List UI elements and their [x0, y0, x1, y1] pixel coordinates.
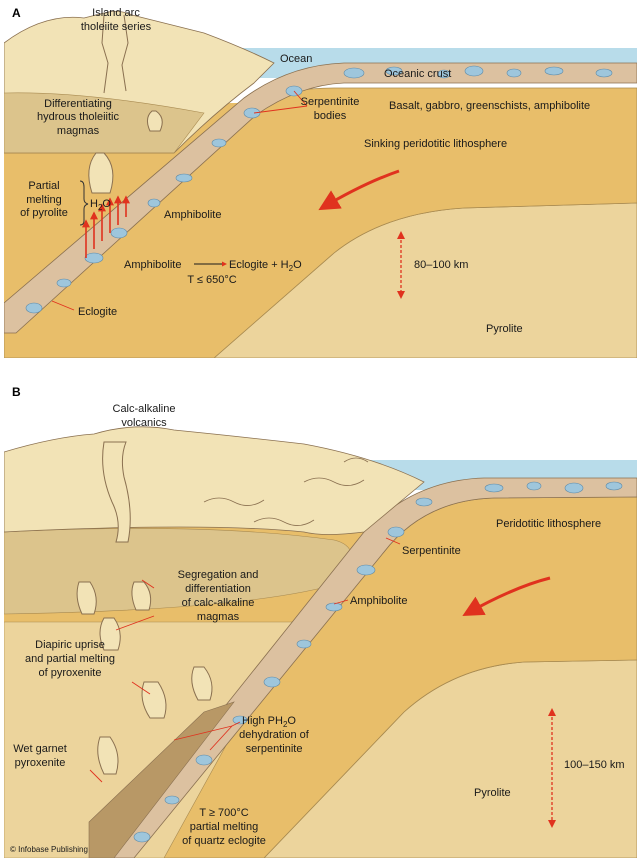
partial-melting-brace [79, 180, 89, 226]
serpentinite-blobs-b [133, 481, 623, 843]
pyroxenite-wedge [88, 701, 235, 858]
reaction-right-prefix: Eclogite + H [229, 259, 289, 271]
eclogite-label: Eclogite [78, 306, 117, 318]
quartz-line1: partial melting [190, 821, 258, 833]
temperature-b: T ≥ 700°C [199, 807, 248, 819]
ocean-label: Ocean [280, 53, 312, 65]
high-sub: 2 [283, 720, 288, 729]
wet-line2: pyroxenite [15, 757, 66, 769]
sinking-label: Sinking peridotitic lithosphere [364, 138, 507, 150]
high-suffix: O [287, 715, 296, 727]
panel-b-label: B [12, 385, 21, 399]
partial-line1: Partial [28, 180, 59, 192]
water-sub: 2 [98, 203, 103, 212]
serpentinite-label-b: Serpentinite [402, 545, 461, 557]
peridotitic-label: Peridotitic lithosphere [496, 518, 601, 530]
panel-b-diagram: B Calc-alkaline volcanics Peridotitic li… [4, 382, 637, 858]
water-h: H [90, 198, 98, 210]
amphibolite-label-b: Amphibolite [350, 595, 407, 607]
reaction-right: Eclogite + H2O [229, 259, 302, 273]
magma-lens [4, 92, 205, 154]
oceanic-crust-label: Oceanic crust [384, 68, 451, 80]
leader-lines-b [89, 537, 401, 783]
amphibolite-label: Amphibolite [164, 209, 221, 221]
oceanic-crust-band [4, 62, 637, 334]
serpentinite-blobs [25, 65, 613, 314]
panel-a-diagram: A Island arc tholeiite series Ocean Ocea… [4, 3, 637, 358]
diff-line1: Differentiating [44, 98, 112, 110]
diff-line3: magmas [57, 125, 100, 137]
panel-a: A Island arc tholeiite series Ocean Ocea… [4, 3, 637, 358]
volcanics-line2: volcanics [121, 417, 167, 429]
panel-a-label: A [12, 6, 21, 20]
reaction-left: Amphibolite [124, 259, 181, 271]
partial-line2: melting [26, 194, 61, 206]
copyright-credit: © Infobase Publishing [10, 845, 88, 854]
temperature-a: T ≤ 650°C [187, 274, 236, 286]
water-release-arrows [82, 195, 130, 258]
segregation-line1: Segregation and [178, 569, 259, 581]
diapirs [76, 441, 213, 775]
dehydration-line2: serpentinite [246, 743, 303, 755]
quartz-line2: of quartz eclogite [182, 835, 266, 847]
reaction-right-suffix: O [293, 259, 302, 271]
panel-b: B Calc-alkaline volcanics Peridotitic li… [4, 382, 637, 858]
magma-conduits [88, 14, 163, 194]
serpentinite-line1: Serpentinite [301, 96, 360, 108]
segregation-line3: of calc-alkaline [182, 597, 255, 609]
fold-lines [203, 457, 369, 526]
volcanics-line1: Calc-alkaline [113, 403, 176, 415]
diff-line2: hydrous tholeiitic [37, 111, 119, 123]
volcano-title-line1: Island arc [92, 7, 140, 19]
volcano-title-line2: tholeiite series [81, 21, 152, 33]
diapiric-line2: and partial melting [25, 653, 115, 665]
subduction-direction-arrow [318, 169, 400, 211]
basalt-label: Basalt, gabbro, greenschists, amphibolit… [389, 100, 590, 112]
high-ph2o: High PH2O [242, 715, 296, 729]
dehydration-line1: dehydration of [239, 729, 310, 741]
reaction-sub: 2 [289, 264, 294, 273]
water-label: H2O [90, 198, 111, 212]
pyrolite-b: Pyrolite [474, 787, 511, 799]
serpentinite-line2: bodies [314, 110, 347, 122]
depth-b: 100–150 km [564, 759, 625, 771]
pyrolite-a: Pyrolite [486, 323, 523, 335]
high-prefix: High PH [242, 715, 283, 727]
segregation-line2: differentiation [185, 583, 251, 595]
diapiric-line3: of pyroxenite [39, 667, 102, 679]
lower-wedge-b [4, 621, 295, 858]
partial-line3: of pyrolite [20, 207, 68, 219]
depth-a: 80–100 km [414, 259, 468, 271]
segregation-line4: magmas [197, 611, 240, 623]
leader-lines [51, 90, 308, 311]
subduction-direction-arrow-b [462, 576, 551, 617]
wet-line1: Wet garnet [13, 743, 67, 755]
diapiric-line1: Diapiric uprise [35, 639, 105, 651]
water-o: O [102, 198, 111, 210]
